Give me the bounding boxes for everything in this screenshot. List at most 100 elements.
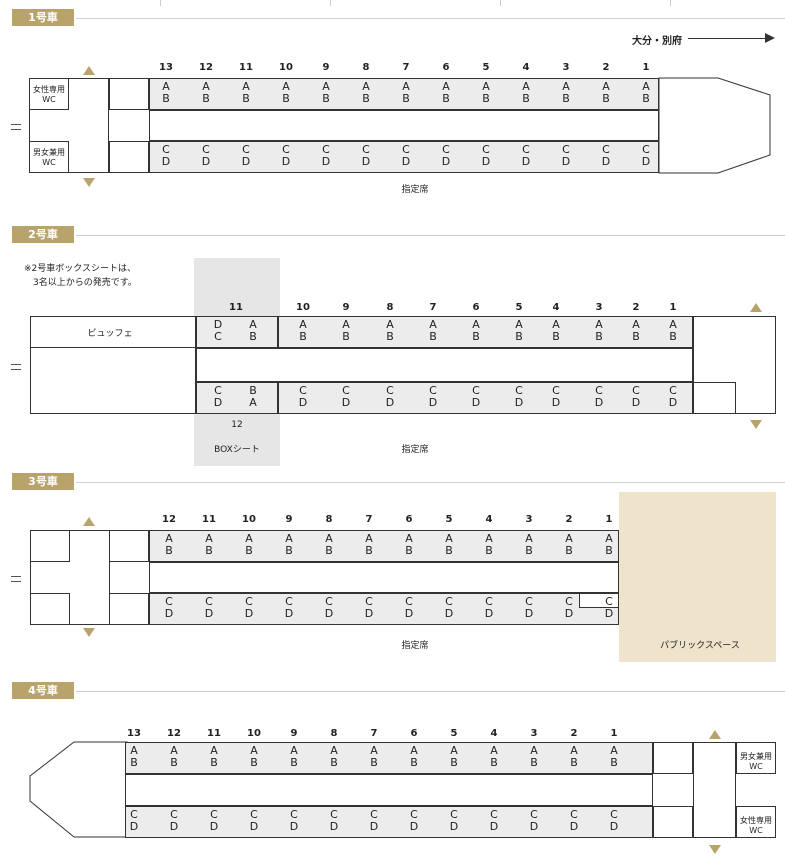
car4-seats-upper	[125, 742, 653, 774]
car1-row-seat-d: D	[441, 155, 451, 168]
car1-row-seat-d: D	[161, 155, 171, 168]
car4-row-seat-b: B	[290, 756, 298, 769]
car1-row-row-number: 11	[239, 62, 253, 73]
car2-label: 2号車	[12, 226, 74, 243]
car4-label-rule	[76, 691, 785, 692]
car4-row-seat-b: B	[370, 756, 378, 769]
car2-coupler-icon	[11, 364, 21, 370]
car1-row-seat-a: A	[402, 80, 410, 93]
car2-end-door	[693, 382, 736, 414]
car2-row-seat-c: C	[342, 384, 350, 397]
car4-end-block	[693, 742, 736, 838]
car3-row-row-number: 9	[285, 514, 293, 525]
car1-reserved-label: 指定席	[401, 185, 429, 195]
car3-row-seat-c: C	[365, 595, 373, 608]
car1-row-row-number: 2	[602, 62, 610, 73]
car4-row-seat-b: B	[450, 756, 458, 769]
car1-row-seat-b: B	[322, 92, 330, 105]
car1-row-seat-b: B	[402, 92, 410, 105]
car4-nose-outline	[29, 741, 128, 838]
car2-seats-upper	[278, 316, 693, 348]
car1-row-seat-c: C	[602, 143, 610, 156]
car2-note-line2: 3名以上からの発売です。	[33, 278, 137, 288]
top-tick	[670, 0, 671, 6]
car3-row-seat-c: C	[285, 595, 293, 608]
car1-row-row-number: 3	[562, 62, 570, 73]
car4-row-row-number: 12	[167, 728, 181, 739]
car4-row-seat-a: A	[250, 744, 258, 757]
car3-row-seat-d: D	[284, 607, 294, 620]
car2-row-seat-a: A	[515, 318, 523, 331]
car2-row-seat-b: B	[429, 330, 437, 343]
car1-row-row-number: 7	[402, 62, 410, 73]
car2-row-seat-d: D	[385, 396, 395, 409]
car4-row-seat-c: C	[490, 808, 498, 821]
car1-row-seat-b: B	[282, 92, 290, 105]
car2-row-seat-c: C	[669, 384, 677, 397]
car4-row-seat-b: B	[610, 756, 618, 769]
car4-row-seat-c: C	[570, 808, 578, 821]
car2-row-seat-a: A	[342, 318, 350, 331]
car2-box-lower-c: C	[214, 384, 222, 397]
car1-nose	[658, 77, 771, 174]
car3-row-seat-d: D	[404, 607, 414, 620]
car3-row-seat-c: C	[165, 595, 173, 608]
car2-row-seat-b: B	[552, 330, 560, 343]
car1-label-rule	[76, 18, 785, 19]
car3-row-seat-c: C	[485, 595, 493, 608]
car3-public-space-label: パブリックスペース	[660, 641, 740, 651]
car1-row-seat-b: B	[482, 92, 490, 105]
car1-wc-women	[29, 78, 69, 110]
car1-row-seat-d: D	[481, 155, 491, 168]
car2-row-seat-c: C	[632, 384, 640, 397]
car1-row-seat-b: B	[202, 92, 210, 105]
car2-note-line1: ※2号車ボックスシートは、	[24, 264, 136, 274]
car4-row-seat-c: C	[530, 808, 538, 821]
car1-row-row-number: 8	[362, 62, 370, 73]
car4-row-seat-d: D	[369, 820, 379, 833]
car1-row-seat-c: C	[402, 143, 410, 156]
car4-row-row-number: 7	[370, 728, 378, 739]
car4-row-seat-a: A	[610, 744, 618, 757]
car3-row-seat-a: A	[485, 532, 493, 545]
car1-seats-upper	[149, 78, 659, 110]
car2-row-seat-a: A	[429, 318, 437, 331]
car3-row-row-number: 5	[445, 514, 453, 525]
car1-row-seat-c: C	[322, 143, 330, 156]
car2-box-lower-b: B	[249, 384, 257, 397]
top-tick	[160, 0, 161, 6]
car3-row-seat-b: B	[445, 544, 453, 557]
car3-row-seat-c: C	[605, 595, 613, 608]
direction-arrow-icon	[765, 33, 775, 43]
car1-row-seat-d: D	[361, 155, 371, 168]
car4-wc-unisex-label: 男女兼用	[740, 752, 772, 761]
car1-row-seat-d: D	[601, 155, 611, 168]
car2-box-lower	[196, 382, 278, 414]
car2-row-seat-b: B	[595, 330, 603, 343]
car3-row-seat-b: B	[165, 544, 173, 557]
car2-row-row-number: 8	[386, 302, 394, 313]
car4-row-seat-a: A	[410, 744, 418, 757]
car2-row-seat-d: D	[594, 396, 604, 409]
car4-seats-lower	[125, 806, 653, 838]
car3-row-seat-d: D	[604, 607, 614, 620]
car1-nose-outline	[658, 77, 771, 174]
car2-row-seat-a: A	[386, 318, 394, 331]
car4-row-seat-b: B	[410, 756, 418, 769]
car4-row-row-number: 13	[127, 728, 141, 739]
car3-row-seat-c: C	[245, 595, 253, 608]
car1-row-seat-c: C	[282, 143, 290, 156]
car4-row-seat-a: A	[130, 744, 138, 757]
car1-row-seat-c: C	[362, 143, 370, 156]
car1-door-upper	[109, 78, 149, 110]
car3-row-seat-b: B	[205, 544, 213, 557]
car3-row-seat-b: B	[605, 544, 613, 557]
car3-row-seat-d: D	[364, 607, 374, 620]
car3-row-seat-d: D	[484, 607, 494, 620]
car3-label: 3号車	[12, 473, 74, 490]
car1-row-seat-d: D	[641, 155, 651, 168]
car1-entrance-up-icon	[83, 66, 95, 75]
car3-row-seat-b: B	[285, 544, 293, 557]
car2-row-seat-d: D	[668, 396, 678, 409]
car2-row-seat-d: D	[514, 396, 524, 409]
